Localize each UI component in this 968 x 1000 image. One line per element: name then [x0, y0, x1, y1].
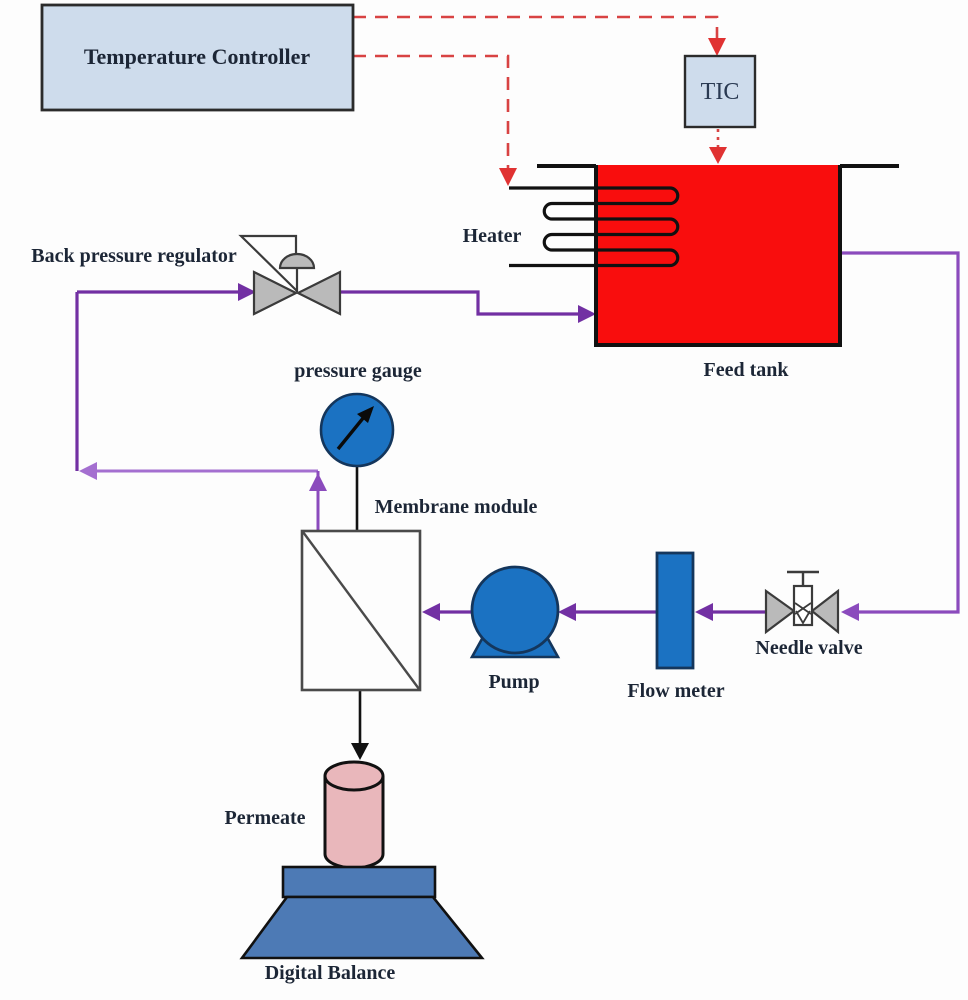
membrane-module-diagonal — [302, 531, 420, 690]
flow-arrow-into-pump — [558, 603, 576, 621]
flow-arrow-into-needle-valve — [841, 603, 859, 621]
needle-valve-right-wedge — [810, 588, 840, 635]
flow-arrow-into-flow-meter — [695, 603, 713, 621]
pump-label: Pump — [488, 671, 540, 693]
pressure-gauge-needle — [336, 415, 366, 451]
flow-meter-symbol — [655, 551, 695, 670]
tic-label: TIC — [700, 79, 740, 105]
pump-symbol — [469, 565, 561, 659]
permeate-cylinder-top — [323, 760, 385, 792]
needle-valve-needle — [795, 610, 811, 625]
feed-tank — [537, 164, 899, 347]
heater-coil — [509, 186, 680, 268]
needle-valve-label: Needle valve — [755, 637, 863, 659]
flow-arrow-retentate-left — [79, 462, 97, 480]
needle-valve-body — [792, 584, 814, 627]
balance-platform — [281, 865, 437, 899]
bpr-diaphragm-dome — [278, 252, 316, 270]
heater-label: Heater — [462, 225, 522, 247]
temperature-controller-label: Temperature Controller — [83, 44, 311, 69]
signal-line-controller-to-heater — [353, 54, 510, 168]
signal-arrow-into-tic — [708, 38, 726, 56]
feed-tank-liquid — [596, 165, 840, 345]
membrane-module-label: Membrane module — [374, 496, 538, 518]
flow-meter-label: Flow meter — [627, 680, 725, 702]
process-piping — [75, 251, 960, 621]
heater-coil-element — [509, 186, 680, 268]
flow-arrow-into-feed-tank — [578, 305, 596, 323]
flow-arrow-retentate-up — [309, 473, 327, 491]
digital-balance-symbol — [239, 865, 485, 960]
back-pressure-regulator-valve — [238, 234, 342, 316]
pressure-gauge-dial — [319, 392, 395, 468]
permeate-collector — [323, 760, 385, 870]
temperature-controller-box — [40, 3, 355, 112]
permeate-arrow-down — [351, 743, 369, 760]
digital-balance-label: Digital Balance — [264, 962, 396, 984]
flow-arrow-into-module — [422, 603, 440, 621]
flow-arrow-into-regulator — [238, 283, 256, 301]
needle-valve-symbol — [764, 570, 840, 635]
black-connectors — [351, 466, 369, 760]
bpr-left-wedge — [252, 270, 299, 316]
signal-arrow-into-heater — [499, 168, 517, 186]
pipe-regulator-to-feed-tank — [340, 290, 584, 316]
permeate-label: Permeate — [224, 807, 306, 829]
pipe-feed-tank-to-needle-valve — [840, 251, 960, 614]
pressure-gauge-symbol — [319, 392, 395, 468]
balance-body — [239, 895, 485, 960]
bpr-sensing-arm — [238, 234, 298, 292]
feed-tank-label: Feed tank — [703, 359, 789, 381]
membrane-module-symbol — [300, 529, 422, 692]
tic-box — [683, 54, 757, 129]
needle-valve-handle — [787, 570, 819, 586]
signal-arrow-into-tank — [709, 147, 727, 164]
bpr-right-wedge — [295, 270, 342, 316]
back-pressure-regulator-label: Back pressure regulator — [31, 245, 237, 267]
pressure-gauge-needle-tip — [357, 406, 374, 423]
feed-tank-walls — [594, 165, 842, 347]
pump-casing — [470, 565, 560, 655]
pressure-gauge-label: pressure gauge — [294, 360, 422, 382]
signal-lines — [353, 15, 727, 186]
signal-line-controller-to-tic — [353, 15, 719, 40]
needle-valve-left-wedge — [764, 588, 796, 635]
